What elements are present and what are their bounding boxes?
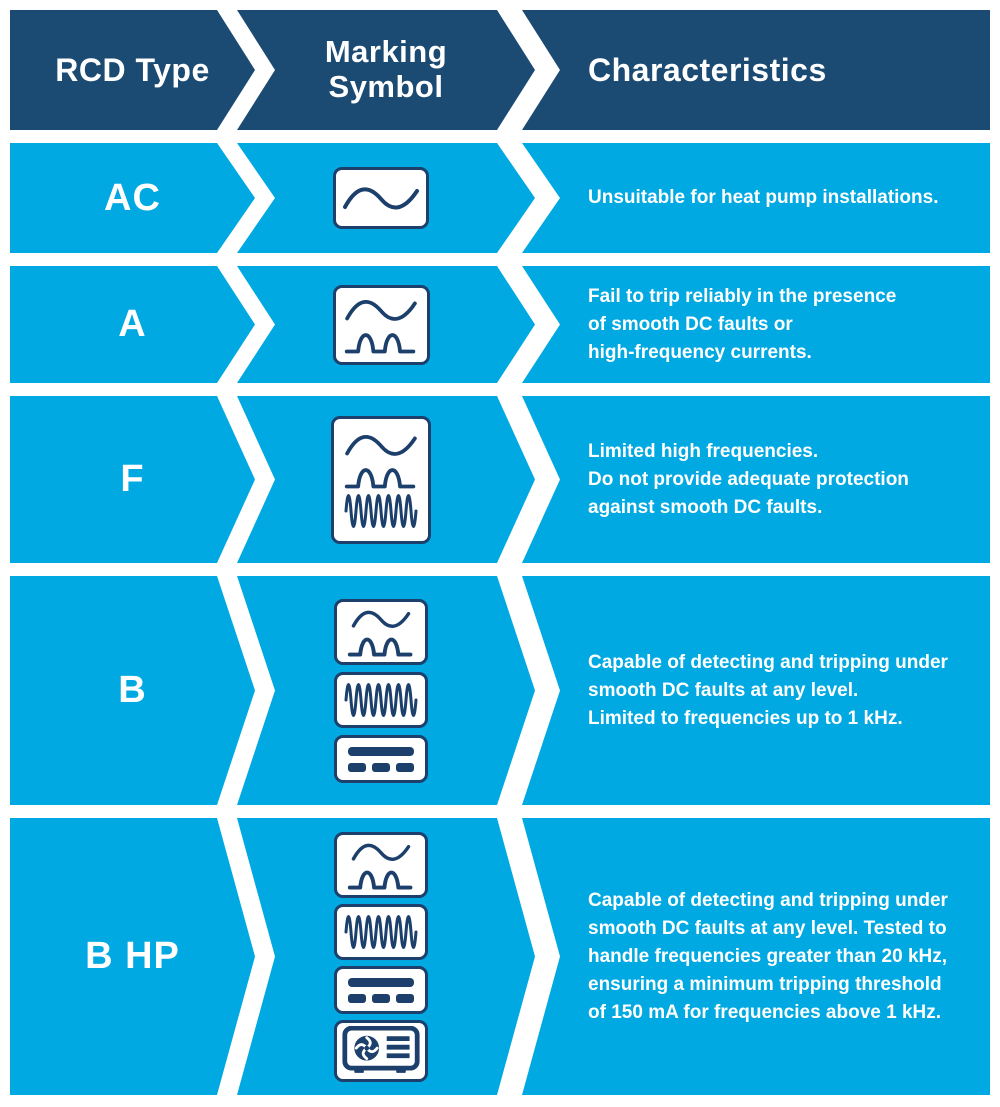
sine-pulsating-dc-and-high-frequency-icon xyxy=(331,415,431,544)
ac-sine-wave-icon xyxy=(333,167,429,229)
sine-and-pulsating-dc-icon xyxy=(334,831,428,898)
smooth-dc-icon xyxy=(334,734,428,783)
row-f-type-label: F xyxy=(120,458,145,500)
header-col-characteristics: Characteristics xyxy=(522,10,990,130)
row-b-symbol-cell xyxy=(237,576,535,805)
text-line: Fail to trip reliably in the presence xyxy=(588,285,897,307)
row-f-symbol-cell xyxy=(237,396,535,563)
row-b-characteristics-cell: Capable of detecting and tripping under … xyxy=(522,576,990,805)
header-row: RCD Type Marking Symbol Characteristics xyxy=(10,10,990,130)
row-f-type-cell: F xyxy=(10,396,255,563)
row-ac-symbol-cell xyxy=(237,143,535,253)
row-b-characteristics-text: Capable of detecting and tripping under … xyxy=(522,649,958,733)
row-b: B xyxy=(10,576,990,805)
row-a: A Fail to trip reliably in the presence … xyxy=(10,266,990,383)
text-line: ensuring a minimum tripping threshold xyxy=(588,973,942,995)
header-rcd-type-label: RCD Type xyxy=(55,51,210,88)
row-a-characteristics-cell: Fail to trip reliably in the presence of… xyxy=(522,266,990,383)
row-a-symbol-cell xyxy=(237,266,535,383)
text-line: against smooth DC faults. xyxy=(588,496,823,518)
row-a-type-label: A xyxy=(118,303,147,345)
row-b-type-cell: B xyxy=(10,576,255,805)
high-frequency-wave-icon xyxy=(334,903,428,960)
text-line: Capable of detecting and tripping under xyxy=(588,651,948,673)
text-line: Limited high frequencies. xyxy=(588,440,819,462)
text-line: Capable of detecting and tripping under xyxy=(588,889,948,911)
row-b-hp: B HP xyxy=(10,818,990,1095)
row-b-type-label: B xyxy=(118,669,147,711)
sine-and-pulsating-dc-icon xyxy=(334,598,428,665)
row-ac-characteristics-cell: Unsuitable for heat pump installations. xyxy=(522,143,990,253)
row-a-characteristics-text: Fail to trip reliably in the presence of… xyxy=(522,283,906,367)
row-ac-characteristics-text: Unsuitable for heat pump installations. xyxy=(522,184,948,212)
row-b-hp-type-cell: B HP xyxy=(10,818,255,1095)
text-line: smooth DC faults at any level. Tested to xyxy=(588,917,947,939)
text-line: Unsuitable for heat pump installations. xyxy=(588,187,939,208)
sine-and-pulsating-dc-icon xyxy=(332,284,430,365)
header-col-marking-symbol: Marking Symbol xyxy=(237,10,535,130)
text-line: of 150 mA for frequencies above 1 kHz. xyxy=(588,1001,942,1023)
row-f: F Limited high frequencies. xyxy=(10,396,990,563)
row-f-characteristics-cell: Limited high frequencies. Do not provide… xyxy=(522,396,990,563)
text-line: smooth DC faults at any level. xyxy=(588,679,859,701)
row-a-type-cell: A xyxy=(10,266,255,383)
row-ac: AC Unsuitable for heat pump installation… xyxy=(10,143,990,253)
header-characteristics-label: Characteristics xyxy=(588,51,827,88)
row-ac-type-cell: AC xyxy=(10,143,255,253)
text-line: handle frequencies greater than 20 kHz, xyxy=(588,945,948,967)
text-line: of smooth DC faults or xyxy=(588,313,793,335)
row-b-hp-type-label: B HP xyxy=(85,935,180,977)
text-line: high-frequency currents. xyxy=(588,341,812,363)
text-line: Limited to frequencies up to 1 kHz. xyxy=(588,707,903,729)
row-f-characteristics-text: Limited high frequencies. Do not provide… xyxy=(522,438,919,522)
heat-pump-unit-icon xyxy=(334,1019,428,1082)
row-ac-type-label: AC xyxy=(104,176,161,219)
row-b-hp-characteristics-text: Capable of detecting and tripping under … xyxy=(522,887,958,1027)
high-frequency-wave-icon xyxy=(334,671,428,728)
smooth-dc-icon xyxy=(334,965,428,1014)
header-marking-symbol-label: Marking Symbol xyxy=(324,34,448,104)
text-line: Do not provide adequate protection xyxy=(588,468,909,490)
row-b-hp-characteristics-cell: Capable of detecting and tripping under … xyxy=(522,818,990,1095)
row-b-hp-symbol-cell xyxy=(237,818,535,1095)
header-col-rcd-type: RCD Type xyxy=(10,10,255,130)
